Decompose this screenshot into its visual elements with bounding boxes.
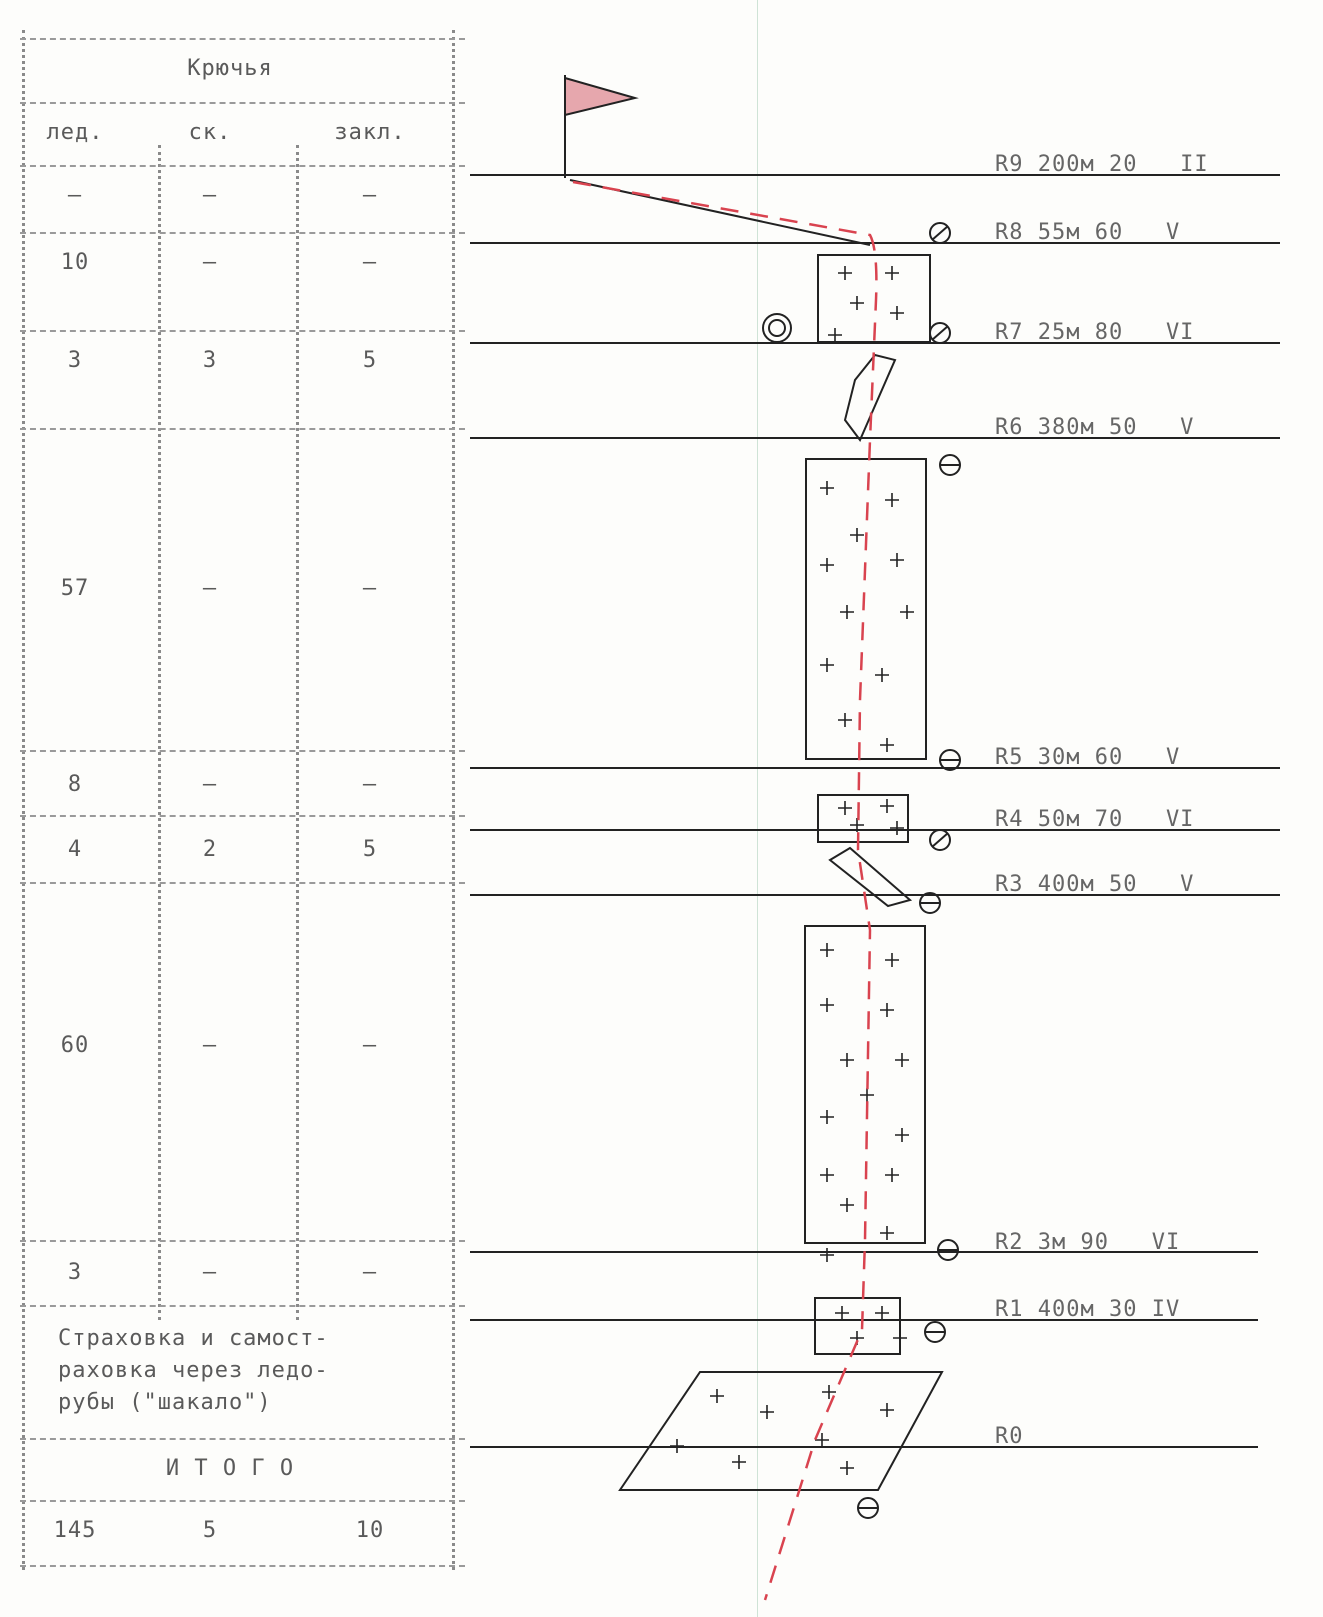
- note-line: раховка через ледо-: [58, 1358, 329, 1383]
- table-rule: [20, 330, 465, 332]
- table-rule: [20, 1305, 465, 1307]
- pitch-label-r7: R7 25м 80 VI: [995, 320, 1195, 345]
- route-topo-diagram: [470, 75, 1280, 1601]
- note-line: рубы ("шакало"): [58, 1390, 272, 1415]
- cell-ice: 57: [60, 576, 90, 601]
- pitch-label-r5: R5 30м 60 V: [995, 745, 1181, 770]
- pitch-label-r9: R9 200м 20 II: [995, 152, 1209, 177]
- table-rule: [20, 428, 465, 430]
- cell-rock: —: [202, 1260, 218, 1285]
- header-bolt: закл.: [334, 120, 406, 145]
- cell-ice: 4: [67, 837, 83, 862]
- cell-rock: 2: [202, 837, 218, 862]
- cell-ice: 3: [67, 1260, 83, 1285]
- pitch-label-r8: R8 55м 60 V: [995, 220, 1181, 245]
- total-ice: 145: [53, 1518, 97, 1543]
- cell-rock: 3: [202, 348, 218, 373]
- pitch-label-r4: R4 50м 70 VI: [995, 807, 1195, 832]
- header-ice: лед.: [46, 120, 104, 145]
- table-rule: [20, 1438, 465, 1440]
- cell-rock: —: [202, 576, 218, 601]
- table-col-divider-2: [296, 145, 299, 1320]
- cell-bolt: —: [362, 183, 378, 208]
- total-rock: 5: [202, 1518, 218, 1543]
- table-rule: [20, 165, 465, 167]
- pitch-label-r3: R3 400м 50 V: [995, 872, 1195, 897]
- route-line: [572, 180, 878, 1601]
- cell-ice: 8: [67, 772, 83, 797]
- note-line: Страховка и самост-: [58, 1326, 329, 1351]
- cell-bolt: —: [362, 1033, 378, 1058]
- total-bolt: 10: [355, 1518, 385, 1543]
- cell-ice: 10: [60, 250, 90, 275]
- cell-bolt: —: [362, 772, 378, 797]
- cell-bolt: —: [362, 250, 378, 275]
- hooks-table: Крючья лед. ск. закл. — — — 10 — — 3 3 5…: [0, 0, 470, 1617]
- table-rule: [20, 1500, 465, 1502]
- cell-rock: —: [202, 183, 218, 208]
- table-rule: [20, 232, 465, 234]
- pitch-label-r0: R0: [995, 1424, 1024, 1449]
- cell-bolt: 5: [362, 837, 378, 862]
- table-rule: [20, 1565, 465, 1567]
- table-title: Крючья: [187, 56, 273, 81]
- cell-ice: —: [67, 183, 83, 208]
- pitch-label-r1: R1 400м 30 IV: [995, 1297, 1181, 1322]
- table-rule: [20, 102, 465, 104]
- table-border-left: [22, 30, 25, 1570]
- cell-ice: 3: [67, 348, 83, 373]
- total-label: И Т О Г О: [165, 1456, 295, 1481]
- pitch-label-r6: R6 380м 50 V: [995, 415, 1195, 440]
- cell-rock: —: [202, 772, 218, 797]
- pitch-label-r2: R2 3м 90 VI: [995, 1230, 1181, 1255]
- table-rule: [20, 882, 465, 884]
- cell-bolt: 5: [362, 348, 378, 373]
- belay-note: Страховка и самост- раховка через ледо- …: [58, 1323, 448, 1419]
- table-rule: [20, 1240, 465, 1242]
- cell-bolt: —: [362, 1260, 378, 1285]
- table-rule: [20, 750, 465, 752]
- table-rule: [20, 38, 465, 40]
- cell-rock: —: [202, 1033, 218, 1058]
- cell-ice: 60: [60, 1033, 90, 1058]
- table-border-right: [452, 30, 455, 1570]
- cell-bolt: —: [362, 576, 378, 601]
- header-rock: ск.: [188, 120, 232, 145]
- cell-rock: —: [202, 250, 218, 275]
- table-col-divider-1: [158, 145, 161, 1320]
- paper-margin-line: [757, 0, 758, 1617]
- table-rule: [20, 815, 465, 817]
